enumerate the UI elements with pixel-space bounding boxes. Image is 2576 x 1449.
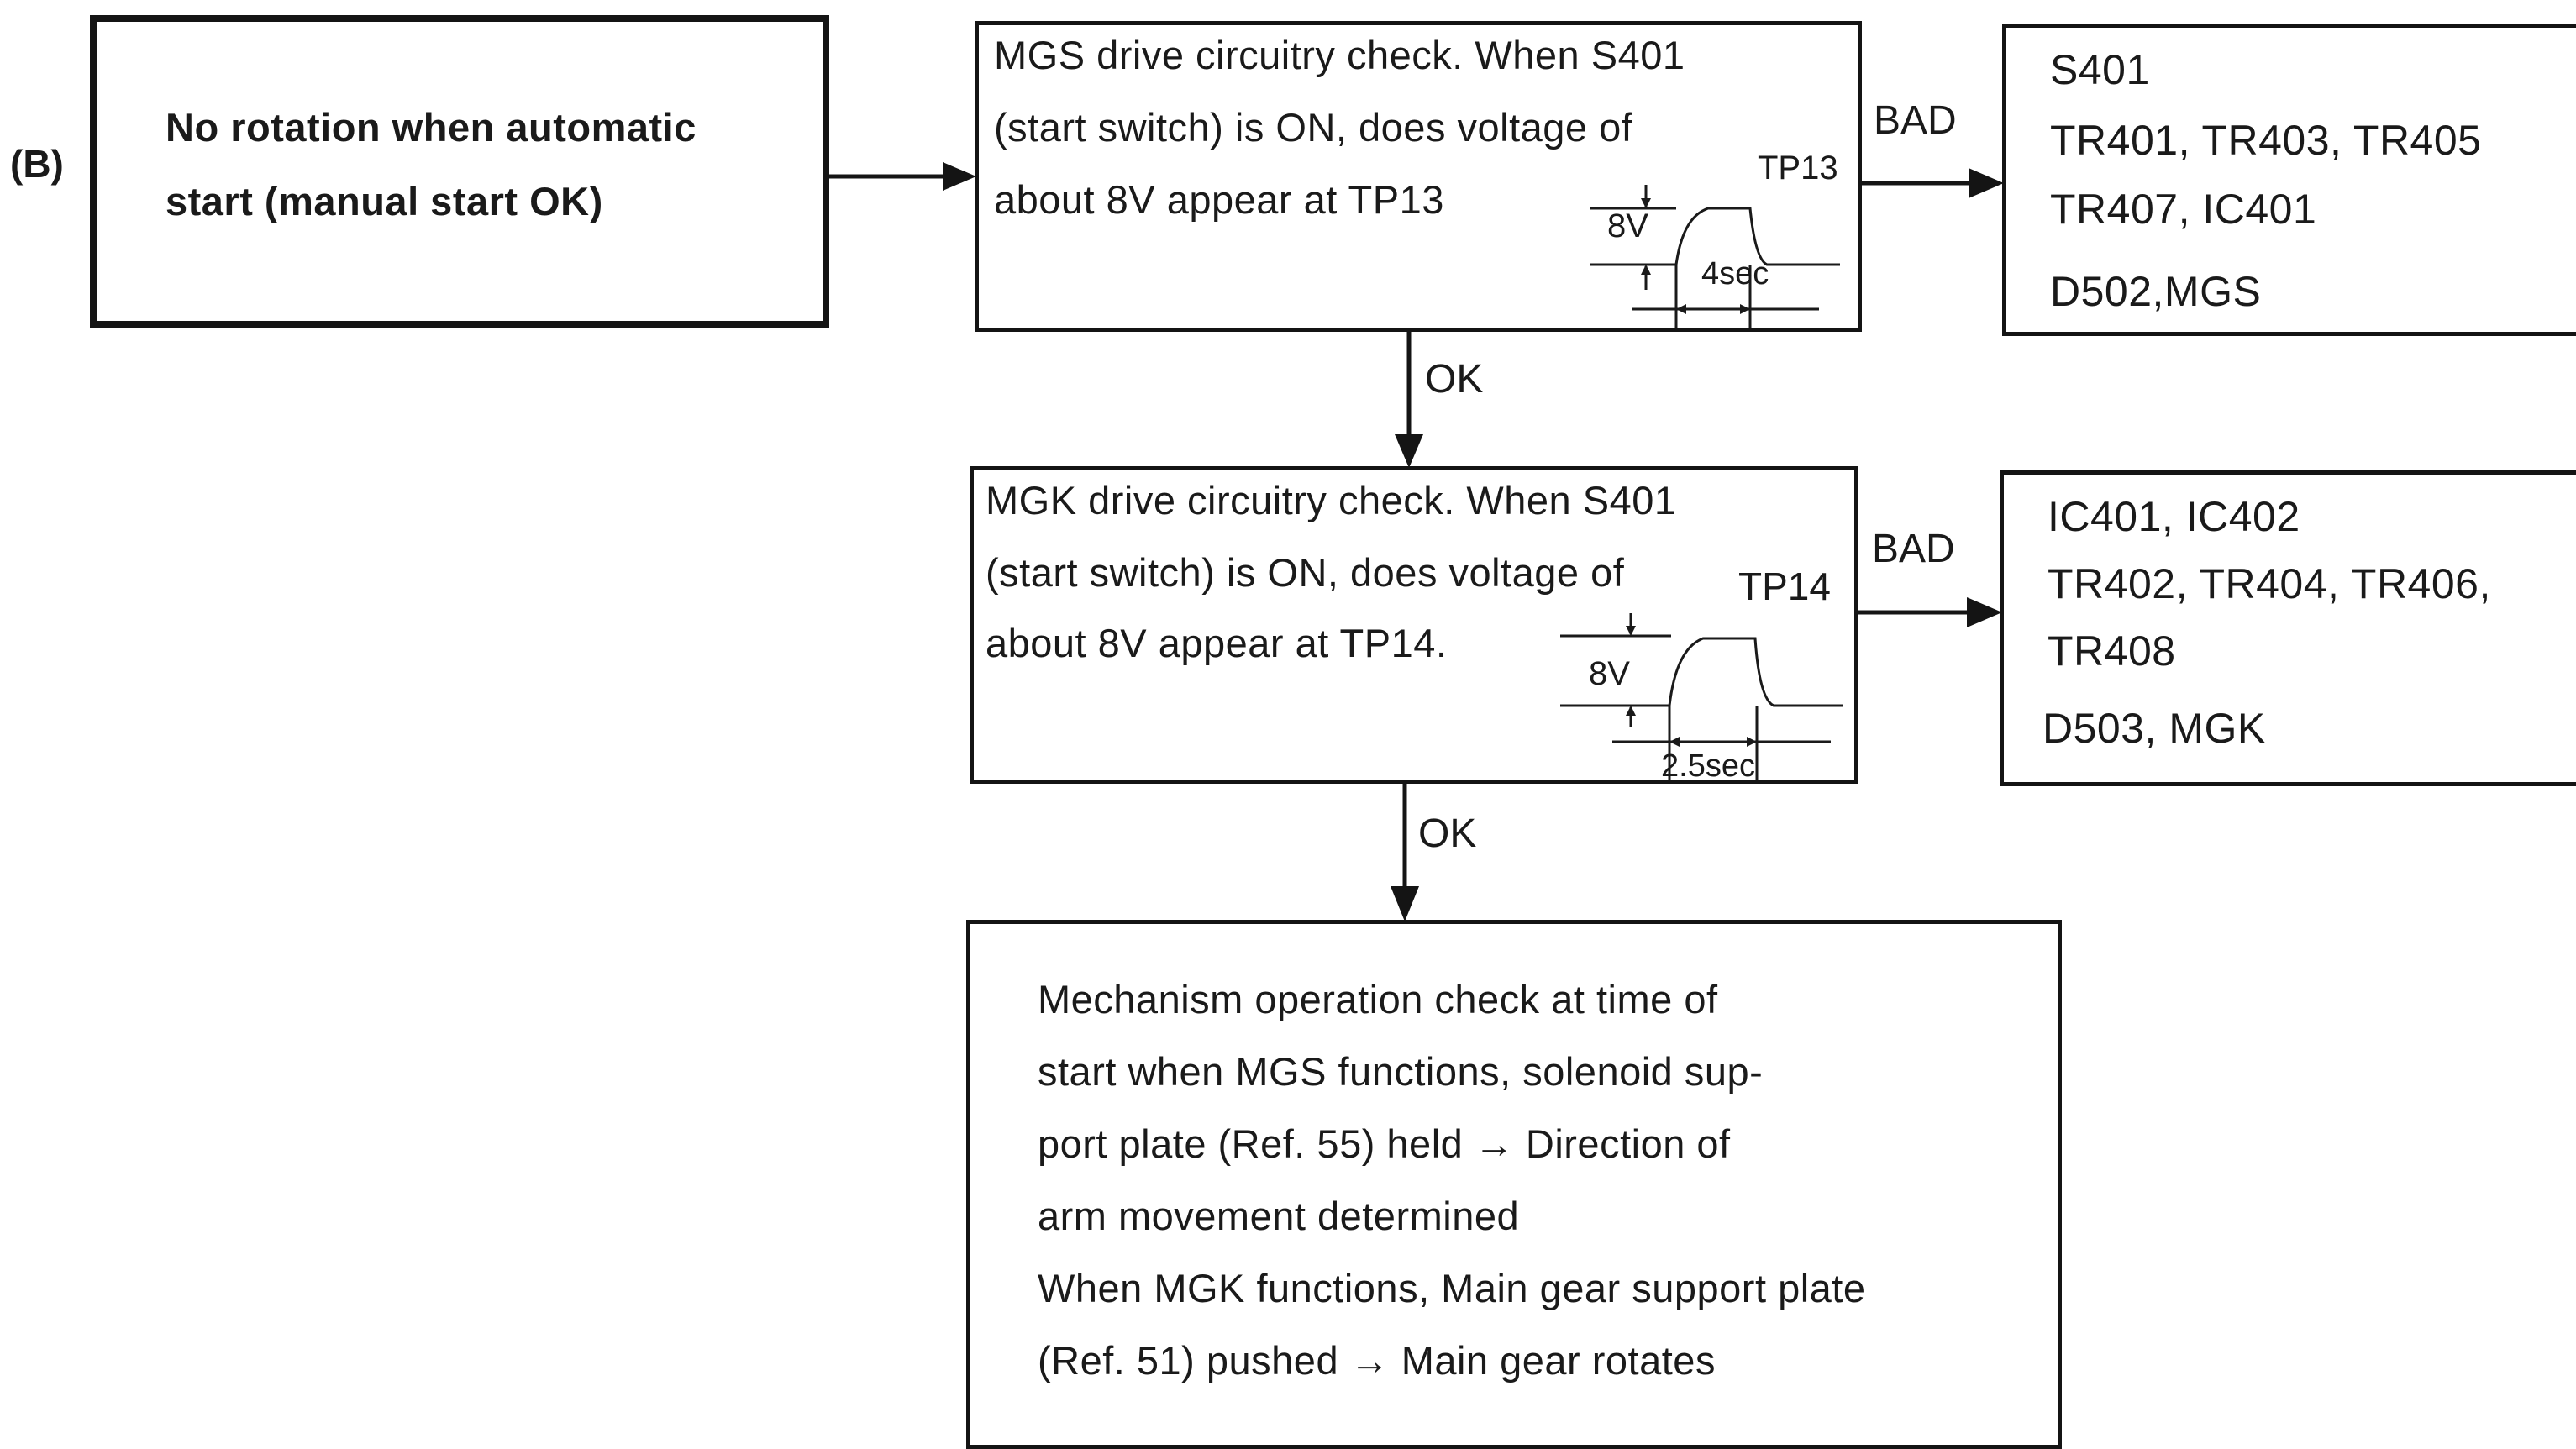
mgs-bad-box: S401 TR401, TR403, TR405 TR407, IC401 D5… [2002, 24, 2576, 336]
edge-label-ok-1: OK [1425, 357, 1484, 402]
tp13-label: TP13 [1758, 150, 1838, 186]
mgs-bad-line-1: S401 [2050, 46, 2150, 93]
mechanism-line-4: arm movement determined [1038, 1194, 1520, 1238]
arrowhead-start-to-mgs [943, 162, 976, 191]
arrowhead-mgs-to-bad [1969, 168, 2004, 198]
mgk-check-box: MGK drive circuitry check. When S401 (st… [970, 466, 1858, 784]
start-box-line-2: start (manual start OK) [166, 179, 603, 223]
mgs-bad-line-2: TR401, TR403, TR405 [2050, 117, 2482, 164]
mgs-check-line-1: MGS drive circuitry check. When S401 [994, 33, 1685, 77]
mechanism-line-5: When MGK functions, Main gear support pl… [1038, 1266, 1866, 1310]
mgs-bad-line-3: TR407, IC401 [2050, 186, 2317, 233]
mgk-bad-line-4: D503, MGK [2042, 705, 2266, 752]
mgs-check-line-2: (start switch) is ON, does voltage of [994, 105, 1633, 150]
edge-label-ok-2: OK [1418, 811, 1477, 856]
tp14-duration-label: 2.5sec [1661, 748, 1755, 781]
arrowhead-mgs-to-mgk [1395, 434, 1423, 468]
mgk-bad-box: IC401, IC402 TR402, TR404, TR406, TR408 … [2000, 470, 2576, 786]
tp13-waveform: TP13 8V 4sec [1590, 150, 1840, 328]
tp14-voltage-label: 8V [1589, 655, 1630, 692]
mgk-check-line-2: (start switch) is ON, does voltage of [986, 550, 1625, 595]
start-box: No rotation when automatic start (manual… [90, 15, 829, 328]
tp14-waveform: TP14 8V 2.5sec [1560, 564, 1843, 781]
tp13-voltage-label: 8V [1607, 207, 1648, 244]
tp14-label: TP14 [1738, 564, 1831, 608]
mgs-check-box: MGS drive circuitry check. When S401 (st… [975, 21, 1862, 332]
mechanism-check-box: Mechanism operation check at time of sta… [966, 920, 2062, 1449]
mgs-check-line-3: about 8V appear at TP13 [994, 177, 1444, 222]
arrowhead-mgk-to-bad [1967, 597, 2002, 627]
mgs-bad-line-4: D502,MGS [2050, 268, 2262, 315]
tp13-duration-label: 4sec [1701, 256, 1769, 291]
arrowhead-mgk-to-mechanism [1391, 886, 1419, 921]
section-label: (B) [10, 142, 64, 186]
mgk-check-line-1: MGK drive circuitry check. When S401 [986, 478, 1677, 522]
mechanism-line-6: (Ref. 51) pushed → Main gear rotates [1038, 1338, 1716, 1383]
mgk-bad-line-2: TR402, TR404, TR406, [2048, 560, 2491, 607]
start-box-line-1: No rotation when automatic [166, 105, 697, 150]
mgk-bad-line-1: IC401, IC402 [2048, 493, 2300, 540]
mechanism-line-2: start when MGS functions, solenoid sup- [1038, 1049, 1764, 1094]
edge-label-mgk-bad: BAD [1872, 527, 1955, 571]
mgk-check-line-3: about 8V appear at TP14. [986, 621, 1448, 665]
mechanism-line-3: port plate (Ref. 55) held → Direction of [1038, 1121, 1731, 1166]
mgk-bad-line-3: TR408 [2048, 627, 2176, 675]
edge-label-mgs-bad: BAD [1874, 98, 1957, 143]
mechanism-line-1: Mechanism operation check at time of [1038, 977, 1718, 1021]
